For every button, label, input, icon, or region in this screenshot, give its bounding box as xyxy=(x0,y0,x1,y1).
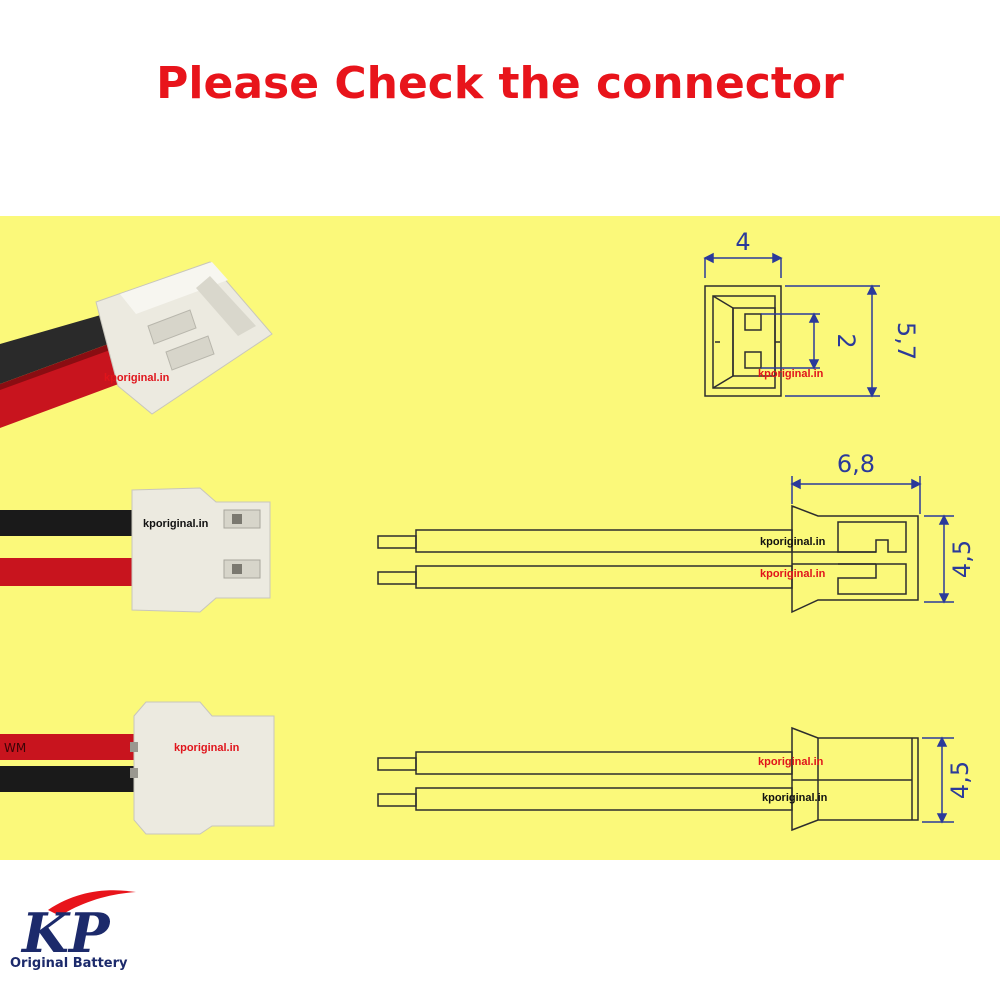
connector-panel: WM 4 xyxy=(0,216,1000,860)
photo-connector-1 xyxy=(0,261,273,428)
watermark: kporiginal.in xyxy=(174,742,240,754)
dim-height-4-5-side: 4,5 xyxy=(948,540,976,578)
connector-body-2 xyxy=(131,487,271,613)
logo-letters: KP xyxy=(20,901,111,965)
watermark: kporiginal.in xyxy=(760,568,826,580)
dim-height-4-5-rear: 4,5 xyxy=(946,761,974,799)
watermark: kporiginal.in xyxy=(760,536,826,548)
logo-tagline: Original Battery xyxy=(10,956,128,971)
front-view-dimensions xyxy=(703,252,880,398)
photo-connector-2 xyxy=(0,487,271,613)
black-wire-1 xyxy=(0,308,130,384)
connector-drawing: WM 4 xyxy=(0,228,976,835)
front-view-drawing xyxy=(704,285,782,397)
rear-view-housing xyxy=(791,726,919,832)
wire-print-label: WM xyxy=(4,741,26,755)
rear-view-drawing xyxy=(377,726,919,832)
red-wire-1 xyxy=(0,338,140,428)
side-view-dimensions xyxy=(790,476,954,604)
watermark: kporiginal.in xyxy=(143,518,209,530)
watermark: kporiginal.in xyxy=(758,756,824,768)
dim-pitch-2: 2 xyxy=(832,333,860,348)
logo-swoosh xyxy=(48,890,136,916)
side-view-drawing xyxy=(377,504,919,614)
connector-body-3 xyxy=(133,701,275,835)
side-view-housing xyxy=(791,504,919,614)
watermark: kporiginal.in xyxy=(104,372,170,384)
kp-logo: KP xyxy=(20,890,136,965)
red-wire-2 xyxy=(0,558,132,586)
page-title: Please Check the connector xyxy=(156,58,844,109)
rear-view-dimensions xyxy=(922,736,954,824)
dim-height-5-7: 5,7 xyxy=(892,322,920,360)
dim-width-4: 4 xyxy=(735,228,750,256)
red-wire-3 xyxy=(0,734,134,760)
watermark: kporiginal.in xyxy=(762,792,828,804)
dim-length-6-8: 6,8 xyxy=(837,450,875,478)
front-view-outline xyxy=(704,285,782,397)
photo-connector-3: WM xyxy=(0,701,275,835)
watermark: kporiginal.in xyxy=(758,368,824,380)
black-wire-2 xyxy=(0,510,132,536)
black-wire-3 xyxy=(0,766,134,792)
